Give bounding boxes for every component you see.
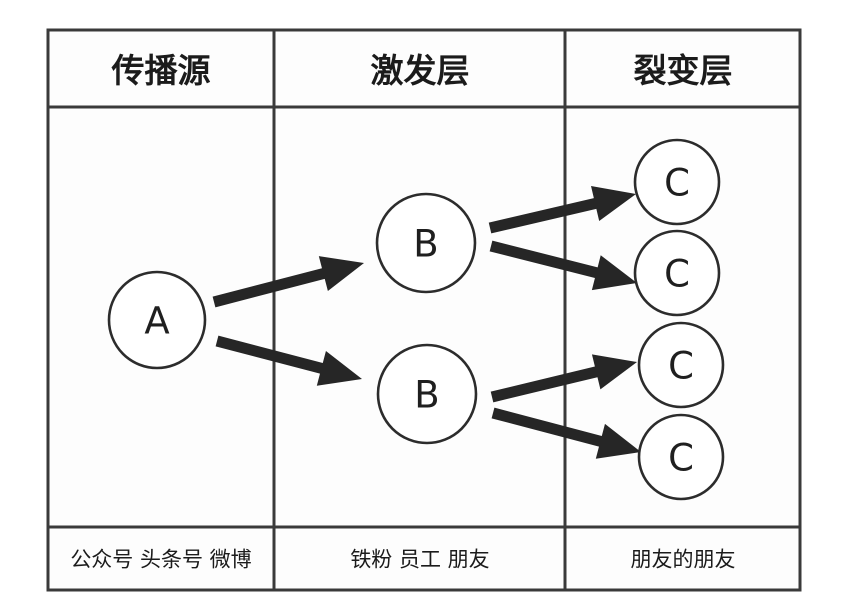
node-circle-b2 (376, 343, 478, 445)
node-c4: C (637, 413, 725, 501)
arrow-layer (212, 186, 641, 459)
arrow-b2-c3 (490, 354, 637, 403)
node-circle-b1 (375, 192, 477, 294)
node-b1: B (375, 192, 477, 294)
node-circle-c2 (633, 229, 721, 317)
column-footer-fission: 朋友的朋友 (631, 548, 736, 572)
column-header-source: 传播源 (111, 51, 211, 90)
node-label-a1: A (144, 300, 169, 343)
node-a1: A (107, 270, 207, 370)
node-c3: C (637, 321, 725, 409)
node-c1: C (633, 138, 721, 226)
node-circle-c1 (633, 138, 721, 226)
node-label-c4: C (668, 437, 694, 480)
node-label-b1: B (413, 223, 438, 266)
node-circle-c3 (637, 321, 725, 409)
node-label-c1: C (664, 162, 690, 205)
arrow-b2-c4 (491, 407, 641, 459)
node-label-c2: C (664, 253, 690, 296)
column-footer-source: 公众号 头条号 微博 (70, 548, 251, 572)
column-footer-activation: 铁粉 员工 朋友 (350, 548, 489, 572)
node-layer: A B B C C C C (107, 138, 725, 501)
grid-lines (48, 30, 800, 590)
node-label-c3: C (668, 345, 694, 388)
column-header-row: 传播源 激发层 裂变层 (111, 51, 733, 90)
arrow-b1-c1 (488, 186, 636, 234)
node-circle-a1 (107, 270, 207, 370)
column-header-fission: 裂变层 (634, 51, 733, 90)
column-header-activation: 激发层 (371, 51, 470, 90)
arrow-a1-b1 (212, 256, 364, 308)
node-label-b2: B (414, 374, 439, 417)
column-footer-row: 公众号 头条号 微博 铁粉 员工 朋友 朋友的朋友 (70, 548, 735, 572)
node-circle-c4 (637, 413, 725, 501)
arrow-a1-b2 (215, 335, 362, 386)
node-b2: B (376, 343, 478, 445)
arrow-b1-c2 (489, 240, 637, 291)
node-c2: C (633, 229, 721, 317)
